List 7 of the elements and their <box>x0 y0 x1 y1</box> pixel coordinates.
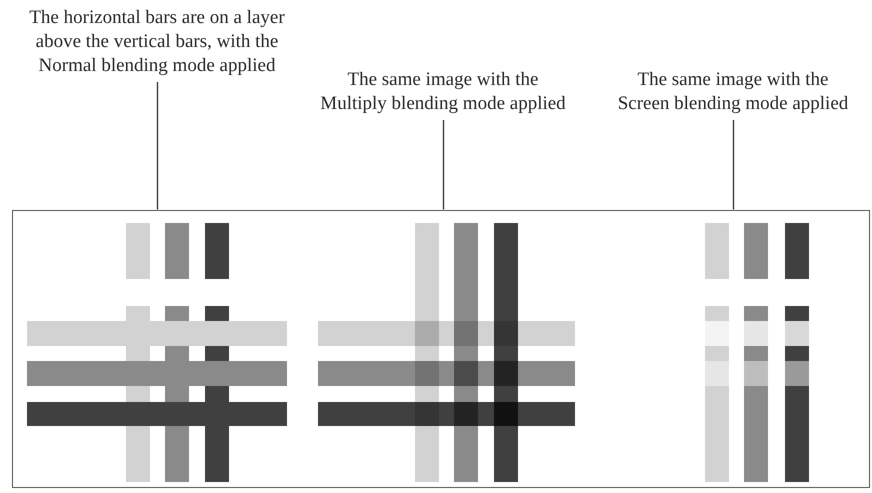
leader-line <box>442 120 444 210</box>
caption-text: The same image with the Screen blending mode applied <box>610 68 856 116</box>
caption-text: The horizontal bars are on a layer above the vertical bars, with the Normal blending mode applied <box>22 6 292 78</box>
caption-text: The same image with the Multiply blending mode applied <box>318 68 568 116</box>
leader-line <box>156 82 158 210</box>
leader-line <box>732 120 734 210</box>
image-frame <box>12 210 870 488</box>
